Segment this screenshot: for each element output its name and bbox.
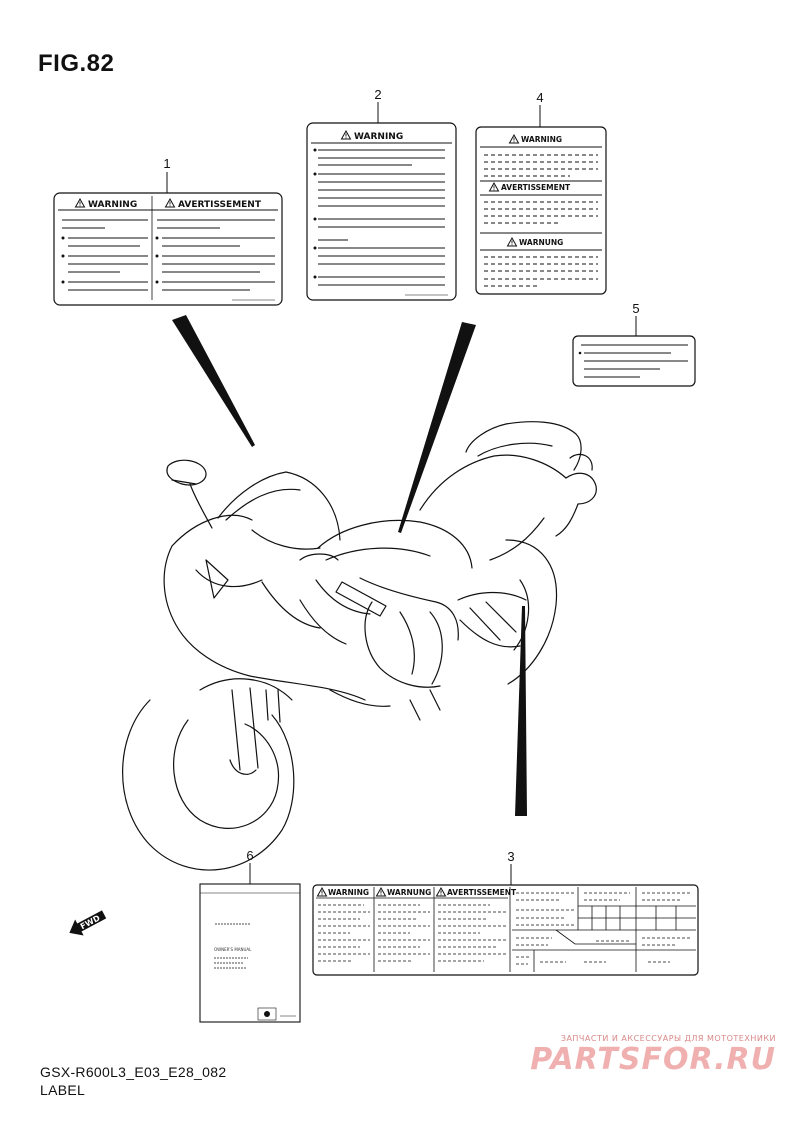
diagram-code: GSX-R600L3_E03_E28_082 (40, 1064, 227, 1080)
pointer-label-1 (172, 315, 255, 447)
label-4-warnung-heading: WARNUNG (519, 238, 563, 247)
callout-number-1: 1 (163, 156, 170, 171)
label-4[interactable]: 4 WARNING AVERTISSEMENT WARNUNG (475, 90, 607, 295)
callout-number-2: 2 (374, 87, 381, 102)
watermark-tagline: ЗАПЧАСТИ И АКСЕССУАРЫ ДЛЯ МОТОТЕХНИКИ (560, 1034, 776, 1043)
label-4-avertissement-heading: AVERTISSEMENT (501, 183, 571, 192)
fwd-label: FWD (79, 913, 102, 931)
watermark-brand: PARTSFOR.RU (530, 1042, 776, 1077)
diagram-section-name: LABEL (40, 1082, 86, 1098)
label-6-owners-manual[interactable]: 6 OWNER'S MANUAL (199, 848, 301, 1023)
motorcycle-illustration (122, 421, 597, 871)
callout-number-6: 6 (246, 848, 253, 863)
placement-pointers (172, 315, 527, 816)
label-5[interactable]: 5 (572, 301, 696, 387)
manual-cover-title: OWNER'S MANUAL (214, 947, 252, 952)
label-3-avertissement-heading: AVERTISSEMENT (447, 888, 517, 897)
label-4-warning-heading: WARNING (521, 135, 562, 144)
label-1-warning-heading: WARNING (88, 200, 137, 210)
diagram-footer: GSX-R600L3_E03_E28_082 LABEL (40, 1063, 226, 1099)
pointer-label-2 (398, 322, 476, 533)
figure-title: FIG.82 (38, 50, 115, 77)
callout-number-3: 3 (507, 849, 514, 864)
watermark: ЗАПЧАСТИ И АКСЕССУАРЫ ДЛЯ МОТОТЕХНИКИ PA… (530, 1034, 776, 1077)
label-3-warning-heading: WARNING (328, 888, 369, 897)
label-3[interactable]: 3 WARNING WARNUNG AVERTISSEMENT (312, 849, 699, 976)
label-2-warning-heading: WARNING (354, 132, 403, 142)
pointer-label-3 (515, 606, 527, 816)
label-2[interactable]: 2 WARNING (306, 87, 457, 301)
callout-number-4: 4 (536, 90, 543, 105)
label-3-warnung-heading: WARNUNG (387, 888, 431, 897)
label-1[interactable]: 1 WARNING AVERTISSEMENT (53, 156, 283, 306)
fwd-arrow-icon: FWD (69, 910, 107, 936)
callout-number-5: 5 (632, 301, 639, 316)
label-1-avertissement-heading: AVERTISSEMENT (178, 200, 262, 210)
